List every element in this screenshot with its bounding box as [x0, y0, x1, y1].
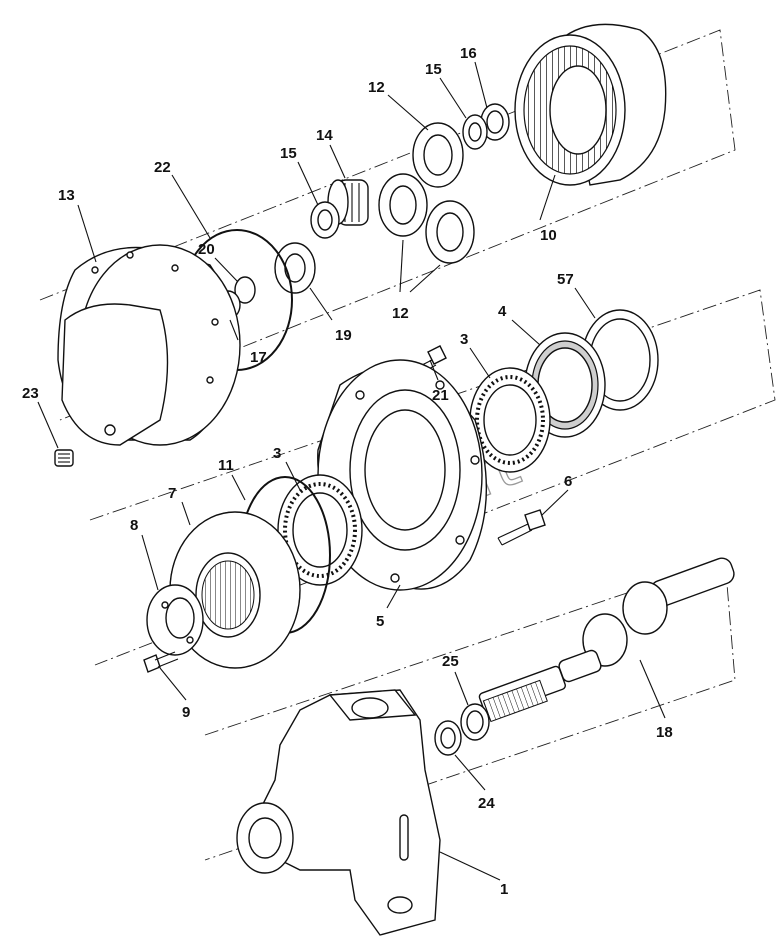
flange-part-8 [146, 584, 204, 656]
washer-part-15-lower [310, 201, 340, 239]
bolt-part-6 [497, 509, 546, 546]
callout-5: 5 [376, 613, 384, 630]
callout-10: 10 [540, 227, 557, 244]
callout-12-bottom: 12 [392, 305, 409, 322]
sun-gear-part-19 [274, 242, 316, 294]
callout-57: 57 [557, 271, 574, 288]
callout-1: 1 [500, 881, 508, 898]
callout-21: 21 [432, 387, 449, 404]
planet-gear-part-12-top [412, 122, 464, 188]
needle-bearing-part-14 [327, 179, 369, 226]
callout-3-upper: 3 [460, 331, 468, 348]
callout-15-lower: 15 [280, 145, 297, 162]
leader-lines [37, 61, 666, 881]
callout-14: 14 [316, 127, 333, 144]
plug-part-23 [54, 449, 74, 467]
ring-part-25 [460, 703, 490, 741]
callout-9: 9 [182, 704, 190, 721]
callout-20: 20 [198, 241, 215, 258]
bearing-part-3-lower [277, 474, 363, 586]
callout-16: 16 [460, 45, 477, 62]
callout-22: 22 [154, 159, 171, 176]
callout-12-top: 12 [368, 79, 385, 96]
planet-gear-part-12-mid [378, 173, 428, 237]
bearing-part-24 [434, 720, 462, 756]
callout-15-upper: 15 [425, 61, 442, 78]
drive-shaft-part-18 [478, 557, 735, 723]
callout-7: 7 [168, 485, 176, 502]
callout-18: 18 [656, 724, 673, 741]
washer-part-15-upper [462, 114, 488, 150]
callout-3-lower: 3 [273, 445, 281, 462]
planet-gear-part-12-low [425, 200, 475, 264]
callout-24: 24 [478, 795, 495, 812]
callout-23: 23 [22, 385, 39, 402]
ring-gear-part-10 [514, 23, 667, 186]
circlip-part-20 [234, 276, 256, 304]
callout-13: 13 [58, 187, 75, 204]
callout-4: 4 [498, 303, 507, 320]
callout-8: 8 [130, 517, 138, 534]
bolt-part-9 [143, 651, 179, 673]
callout-labels: 10 16 15 12 14 15 22 13 20 17 19 12 23 5… [22, 45, 673, 898]
hub-cover-part-13 [57, 244, 241, 446]
callout-25: 25 [442, 653, 459, 670]
callout-19: 19 [335, 327, 352, 344]
callout-11: 11 [218, 457, 234, 474]
steering-knuckle-part-1 [236, 689, 441, 936]
callout-6: 6 [564, 473, 572, 490]
bearing-part-3-upper [469, 367, 551, 473]
callout-17: 17 [250, 349, 267, 366]
